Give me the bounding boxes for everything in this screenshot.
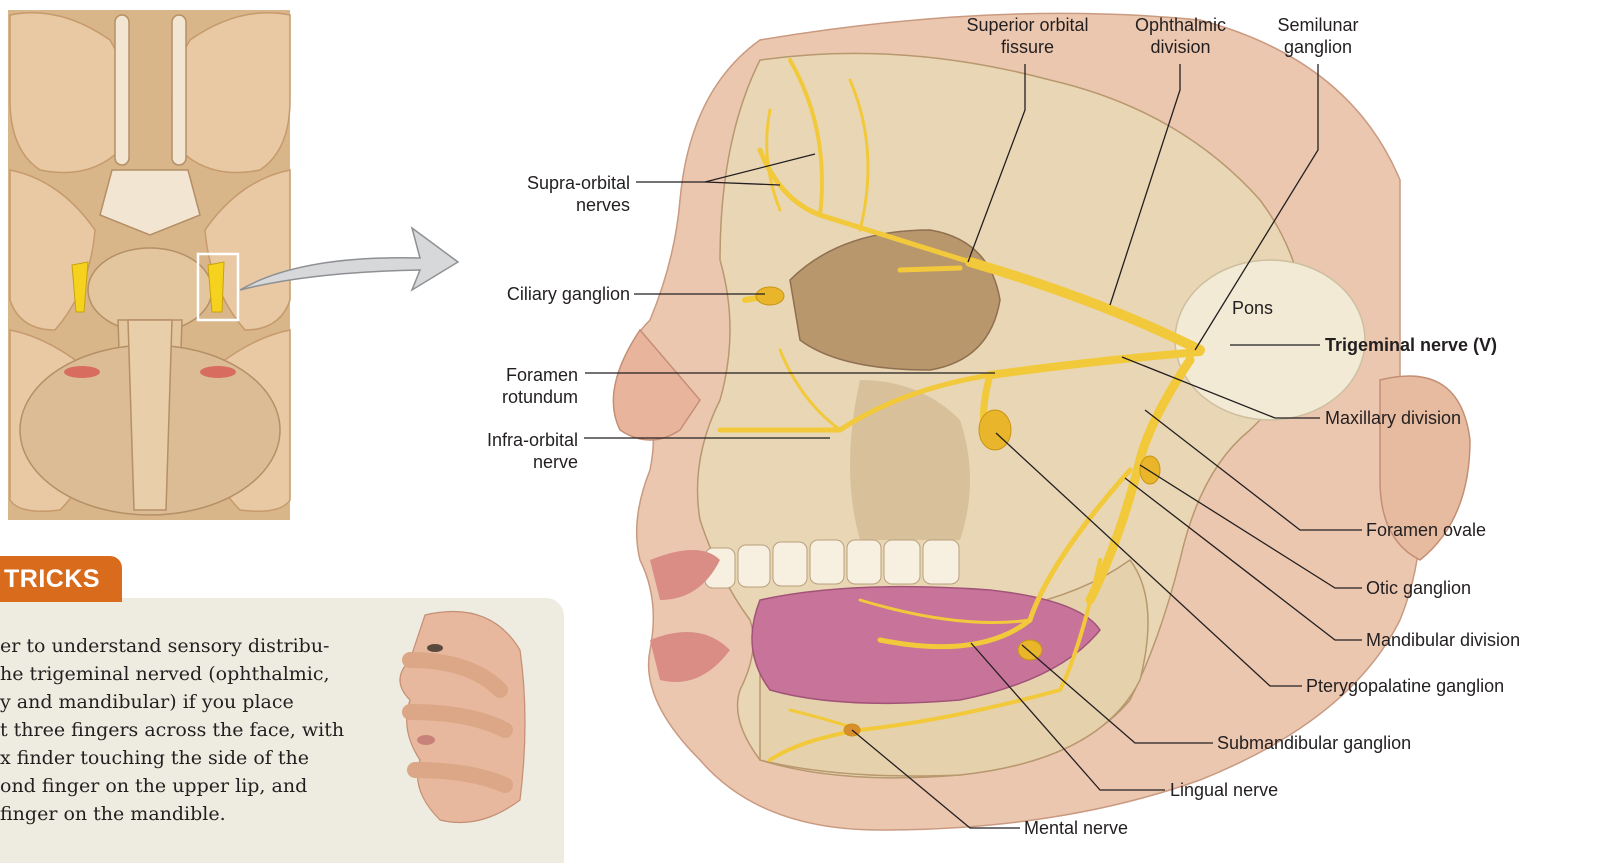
label-foramen-rotundum: Foramen rotundum bbox=[420, 364, 578, 408]
label-ciliary-ganglion: Ciliary ganglion bbox=[440, 283, 630, 305]
tricks-text: er to understand sensory distribu- he tr… bbox=[0, 632, 395, 828]
label-otic-ganglion: Otic ganglion bbox=[1366, 577, 1471, 599]
label-superior-orbital-fissure: Superior orbital fissure bbox=[950, 14, 1105, 58]
face-hand-image bbox=[360, 600, 540, 860]
label-foramen-ovale: Foramen ovale bbox=[1366, 519, 1486, 541]
label-supra-orbital-nerves: Supra-orbital nerves bbox=[460, 172, 630, 216]
label-mental-nerve: Mental nerve bbox=[1024, 817, 1128, 839]
label-maxillary-division: Maxillary division bbox=[1325, 407, 1461, 429]
label-mandibular-division: Mandibular division bbox=[1366, 629, 1520, 651]
label-infra-orbital-nerve: Infra-orbital nerve bbox=[420, 429, 578, 473]
brain-inset bbox=[8, 10, 290, 520]
tricks-tab: TRICKS bbox=[0, 556, 122, 602]
label-lingual-nerve: Lingual nerve bbox=[1170, 779, 1278, 801]
label-pons: Pons bbox=[1232, 297, 1273, 319]
label-ophthalmic-division: Ophthalmic division bbox=[1123, 14, 1238, 58]
label-trigeminal-nerve: Trigeminal nerve (V) bbox=[1325, 334, 1497, 356]
label-submandibular-ganglion: Submandibular ganglion bbox=[1217, 732, 1411, 754]
label-pterygopalatine-ganglion: Pterygopalatine ganglion bbox=[1306, 675, 1504, 697]
label-semilunar-ganglion: Semilunar ganglion bbox=[1263, 14, 1373, 58]
